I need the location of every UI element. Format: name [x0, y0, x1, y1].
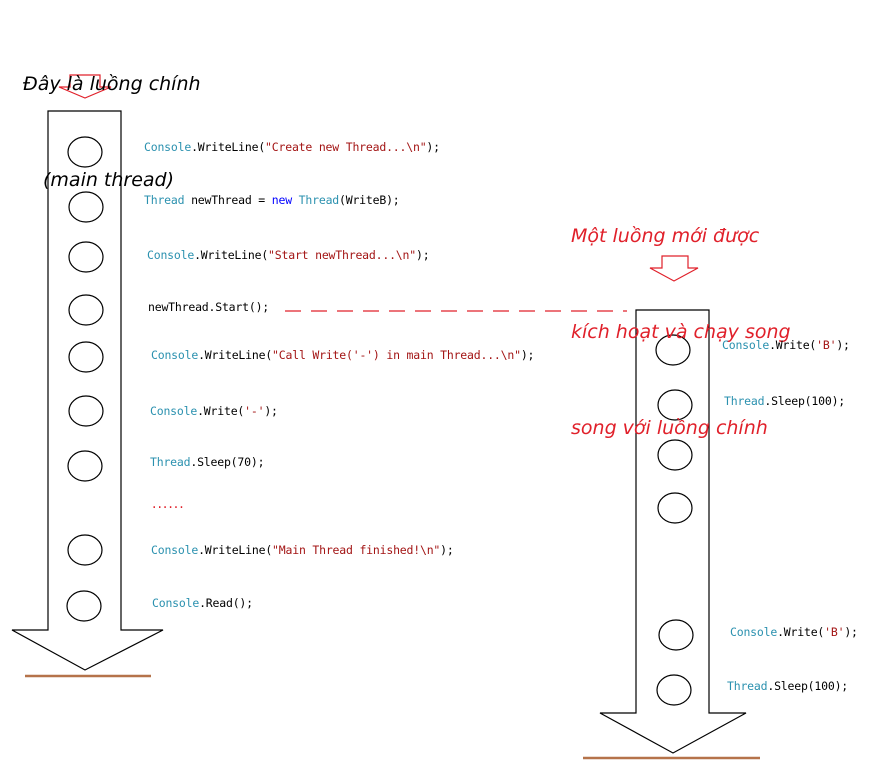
code-text: ); — [844, 625, 858, 639]
main-thread-label-line2: (main thread) — [43, 169, 175, 191]
code-text: .Sleep(100); — [764, 394, 846, 408]
code-text: ); — [520, 348, 535, 362]
step-circle — [68, 241, 104, 273]
code-type: Thread — [724, 394, 765, 408]
code-text — [292, 193, 299, 207]
main-thread-arrow — [11, 110, 164, 671]
step-circle — [657, 439, 693, 471]
code-type: Console — [722, 338, 770, 352]
main-thread-label: Đây là luồng chính (main thread) — [23, 4, 201, 228]
code-text: .Sleep(100); — [767, 679, 849, 693]
code-type: Console — [730, 625, 778, 639]
main-code-line-2: Thread newThread = new Thread(WriteB); — [144, 193, 400, 207]
code-text: newThread = — [184, 193, 272, 207]
main-code-ellipsis: ...... — [152, 496, 185, 512]
code-type: Console — [150, 404, 198, 418]
step-circle — [68, 294, 104, 326]
main-thread-circles — [66, 136, 104, 622]
code-text: .Write( — [197, 404, 245, 418]
code-string: "Call Write('-') in main Thread...\n" — [272, 348, 521, 362]
code-text: .Read(); — [199, 596, 253, 610]
step-circle — [658, 619, 694, 651]
main-code-line-1: Console.WriteLine("Create new Thread...\… — [144, 140, 440, 154]
main-code-line-10: Console.Read(); — [152, 596, 253, 610]
new-thread-label: Một luồng mới được kích hoạt và chạy son… — [571, 156, 791, 476]
code-text: .Write( — [769, 338, 817, 352]
new-thread-label-line3: song với luồng chính — [571, 417, 768, 439]
step-circle — [67, 450, 103, 482]
step-circle — [68, 191, 104, 223]
code-type: Thread — [298, 193, 340, 207]
main-code-line-9: Console.WriteLine("Main Thread finished!… — [151, 543, 454, 557]
new-thread-label-line1: Một luồng mới được — [571, 225, 760, 247]
step-circle — [656, 674, 692, 706]
code-text: ); — [836, 338, 850, 352]
step-circle — [67, 136, 103, 168]
new-code-line-3: Console.Write('B'); — [730, 625, 858, 639]
code-type: Console — [144, 140, 192, 154]
code-text: .Write( — [777, 625, 825, 639]
code-type: Thread — [150, 455, 191, 469]
step-circle — [68, 395, 104, 427]
code-string: 'B' — [816, 338, 837, 352]
step-circle — [68, 341, 104, 373]
main-code-line-6: Console.Write('-'); — [150, 404, 278, 418]
code-type: Thread — [727, 679, 768, 693]
new-thread-arrow — [599, 309, 747, 754]
code-text: .WriteLine( — [194, 248, 269, 262]
code-type: Console — [151, 348, 199, 362]
code-text: newThread.Start(); — [148, 300, 270, 314]
code-string: 'B' — [824, 625, 845, 639]
code-string: "Main Thread finished!\n" — [272, 543, 441, 557]
main-code-line-5: Console.WriteLine("Call Write('-') in ma… — [151, 348, 534, 362]
new-thread-label-line2: kích hoạt và chạy song — [571, 321, 791, 343]
new-code-line-1: Console.Write('B'); — [722, 338, 850, 352]
code-text: (WriteB); — [339, 193, 400, 207]
main-code-line-3: Console.WriteLine("Start newThread...\n"… — [147, 248, 430, 262]
new-code-line-2: Thread.Sleep(100); — [724, 394, 845, 408]
code-text: .WriteLine( — [191, 140, 266, 154]
step-circle — [66, 590, 102, 622]
new-thread-circles — [655, 334, 694, 706]
code-string: "Create new Thread...\n" — [265, 140, 427, 154]
step-circle — [657, 492, 693, 524]
new-code-line-4: Thread.Sleep(100); — [727, 679, 848, 693]
code-text: ); — [440, 543, 454, 557]
step-circle — [657, 389, 693, 421]
code-text: .WriteLine( — [198, 543, 273, 557]
main-thread-label-line1: Đây là luồng chính — [23, 73, 201, 95]
new-thread-entry-arrow — [649, 255, 699, 282]
code-type: Console — [147, 248, 195, 262]
step-circle — [67, 534, 103, 566]
code-text: .Sleep(70); — [190, 455, 265, 469]
code-string: "Start newThread...\n" — [268, 248, 416, 262]
code-text: ); — [426, 140, 440, 154]
code-text: ); — [264, 404, 278, 418]
code-text: ); — [415, 248, 430, 262]
main-code-line-7: Thread.Sleep(70); — [150, 455, 265, 469]
main-code-line-4: newThread.Start(); — [148, 300, 269, 314]
step-circle — [655, 334, 691, 366]
main-thread-entry-arrow — [58, 74, 112, 99]
code-text: .WriteLine( — [198, 348, 273, 362]
code-type: Console — [152, 596, 200, 610]
code-type: Console — [151, 543, 199, 557]
code-keyword: new — [271, 193, 292, 207]
code-type: Thread — [144, 193, 185, 207]
code-string: '-' — [244, 404, 265, 418]
